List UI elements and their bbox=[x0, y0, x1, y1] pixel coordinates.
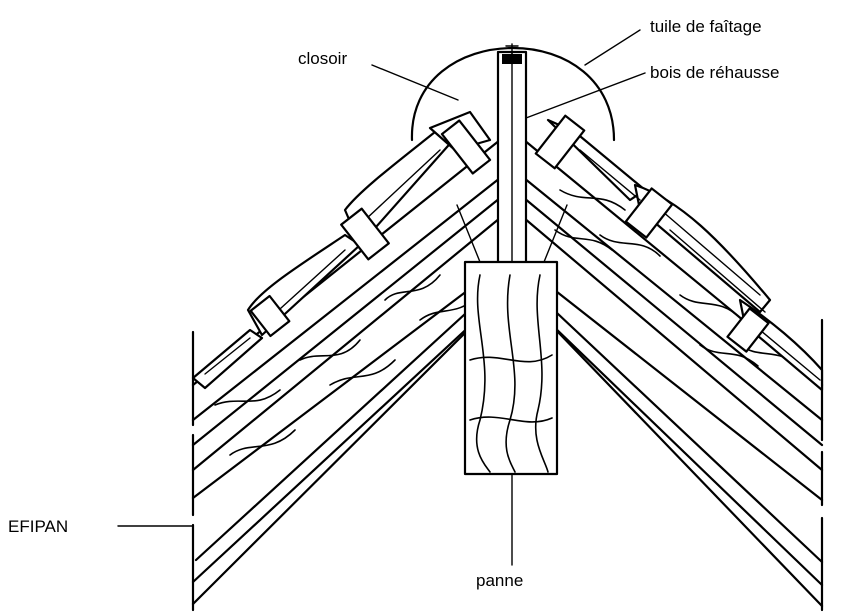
label-closoir: closoir bbox=[298, 49, 347, 68]
purlin-beam bbox=[456, 204, 568, 476]
roof-tiles-left bbox=[191, 110, 492, 390]
label-panne: panne bbox=[476, 571, 523, 590]
efipan-panel-right bbox=[522, 264, 824, 608]
label-efipan: EFIPAN bbox=[8, 517, 68, 536]
label-bois-de-rehausse: bois de réhausse bbox=[650, 63, 779, 82]
leader-bois-de-rehausse bbox=[525, 72, 646, 119]
ridge-raising-board bbox=[496, 43, 528, 282]
tile-hatching-left bbox=[204, 149, 441, 375]
leader-closoir bbox=[371, 64, 459, 101]
efipan-panel-left bbox=[191, 264, 502, 606]
leader-lines bbox=[117, 29, 646, 566]
leader-tuile-de-faitage bbox=[584, 29, 641, 66]
roof-tiles-right bbox=[534, 114, 824, 392]
label-tuile-de-faitage: tuile de faîtage bbox=[650, 17, 762, 36]
tile-hatching-right bbox=[579, 149, 821, 381]
ridge-tile bbox=[410, 46, 616, 142]
rafter-left bbox=[191, 138, 502, 472]
